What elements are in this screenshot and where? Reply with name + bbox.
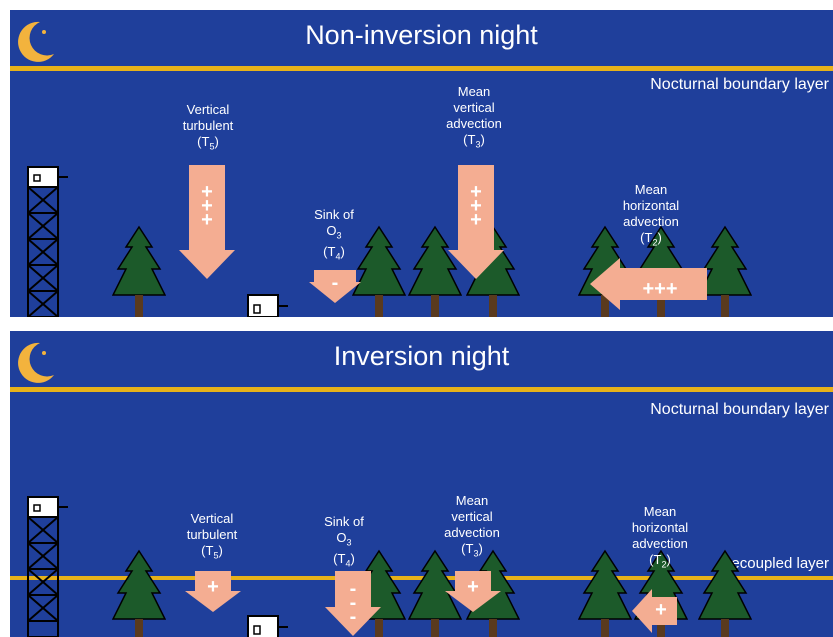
moon-icon — [18, 21, 54, 62]
boundary-layer-line — [10, 387, 833, 392]
tree — [578, 549, 632, 637]
boundary-layer-label: Nocturnal boundary layer — [650, 401, 829, 418]
sign-glyph: + — [470, 209, 482, 231]
sink-arrow — [325, 571, 381, 636]
measurement-tower — [27, 496, 68, 637]
tree — [352, 225, 406, 317]
vertical-turbulent-sign: +++ — [192, 181, 222, 231]
mean-horizontal-advection-arrow — [632, 589, 677, 633]
sign-glyph: + — [201, 209, 213, 231]
decoupled-layer-line — [10, 576, 833, 580]
sign-glyph: + — [470, 181, 482, 203]
boundary-layer-label: Nocturnal boundary layer — [650, 76, 829, 93]
decoupled-layer-label: Decoupled layer — [720, 555, 829, 572]
mean-horizontal-advection-sign: + — [655, 599, 667, 621]
moon-icon — [18, 342, 54, 383]
sink-sign: --- — [338, 578, 368, 628]
sign-glyph: + — [201, 195, 213, 217]
tree — [698, 549, 752, 637]
mean-vertical-advection-sign: +++ — [461, 181, 491, 231]
mean-vertical-advection-arrow — [448, 165, 504, 279]
tree — [408, 549, 462, 637]
sink-sign: - — [331, 272, 339, 294]
tree — [698, 225, 752, 317]
mean-vertical-advection-sign: + — [467, 576, 479, 598]
sign-glyph: - — [349, 592, 357, 614]
sign-glyph: + — [470, 195, 482, 217]
vertical-turbulent-arrow — [179, 165, 235, 279]
non-inversion-panel: Non-inversion night Nocturnal boundary l… — [10, 10, 833, 317]
inversion-panel: Inversion night Nocturnal boundary layer… — [10, 331, 833, 637]
ground-sensor — [247, 615, 288, 637]
panel-title: Inversion night — [333, 341, 510, 371]
sink-arrow — [309, 270, 361, 303]
vertical-turbulent-arrow — [185, 571, 241, 612]
sign-glyph: - — [349, 606, 357, 628]
tree — [408, 225, 462, 317]
panel-title: Non-inversion night — [305, 20, 538, 50]
tree — [112, 549, 166, 637]
tree — [112, 225, 166, 317]
mean-horizontal-advection-arrow — [590, 258, 707, 310]
sign-glyph: - — [349, 578, 357, 600]
sign-glyph: + — [201, 181, 213, 203]
mean-horizontal-advection-sign: +++ — [642, 278, 678, 300]
vertical-turbulent-sign: + — [207, 576, 219, 598]
ground-sensor — [247, 294, 288, 317]
measurement-tower — [27, 166, 68, 317]
boundary-layer-line — [10, 66, 833, 71]
mean-vertical-advection-arrow — [445, 571, 501, 612]
